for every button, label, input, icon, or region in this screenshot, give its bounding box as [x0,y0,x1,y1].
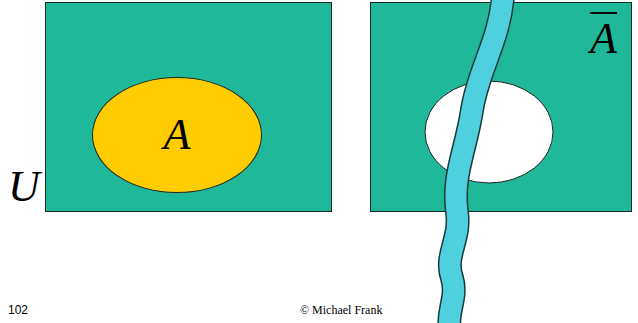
complement-label: A [590,17,617,61]
set-label: U [8,165,40,209]
universe-rect: UA [45,2,332,212]
complement-hole [425,81,553,183]
copyright-note: © Michael Frank [300,303,382,318]
set-ellipse: A [92,77,262,193]
stream [449,0,503,323]
set-label: A [164,113,191,157]
stream-outline [449,0,503,323]
page-number: 102 [8,303,28,317]
